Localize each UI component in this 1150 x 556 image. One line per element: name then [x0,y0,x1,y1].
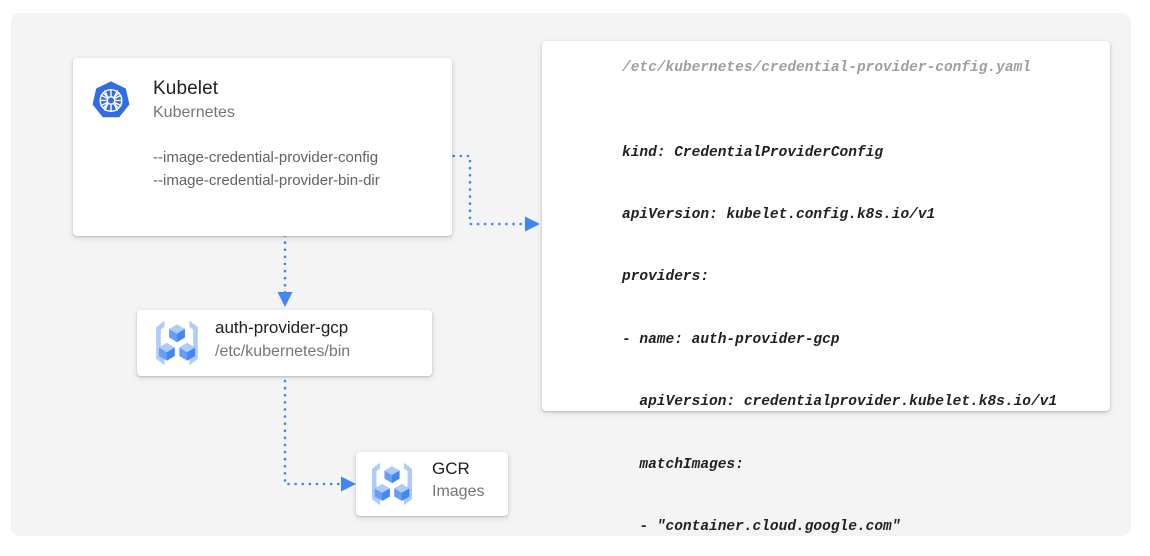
kubelet-flag-config: --image-credential-provider-config [153,149,379,166]
yaml-line: apiVersion: credentialprovider.kubelet.k… [622,394,1058,411]
gcp-container-registry-icon [372,462,412,506]
yaml-line: apiVersion: kubelet.config.k8s.io/v1 [622,206,936,223]
auth-provider-gcp-card[interactable]: auth-provider-gcp /etc/kubernetes/bin [137,310,432,376]
yaml-content: kind: CredentialProviderConfig apiVersio… [622,101,1057,556]
gcr-card[interactable]: GCR Images [356,452,508,516]
kubelet-card[interactable]: Kubelet Kubernetes --image-credential-pr… [73,58,452,236]
kubelet-subtitle: Kubernetes [153,104,235,121]
kubelet-title: Kubelet [153,78,219,99]
yaml-line: - name: auth-provider-gcp [622,331,840,348]
yaml-line: providers: [622,269,710,286]
gcr-title: GCR [432,459,470,478]
yaml-line: kind: CredentialProviderConfig [622,144,884,161]
yaml-line: matchImages: [622,456,744,473]
gcr-subtitle: Images [432,483,485,500]
gcp-container-registry-icon [156,320,198,366]
credential-provider-config-card[interactable]: /etc/kubernetes/credential-provider-conf… [542,41,1110,535]
auth-provider-gcp-title: auth-provider-gcp [215,318,349,337]
yaml-file-path: /etc/kubernetes/credential-provider-conf… [622,60,1031,76]
kubelet-flag-bin-dir: --image-credential-provider-bin-dir [153,172,380,189]
kubelet-flag-list: --image-credential-provider-config --ima… [153,146,380,192]
yaml-line: - "container.cloud.google.com" [622,518,901,535]
kubernetes-logo-icon [92,81,130,118]
auth-provider-gcp-subtitle: /etc/kubernetes/bin [215,343,351,360]
